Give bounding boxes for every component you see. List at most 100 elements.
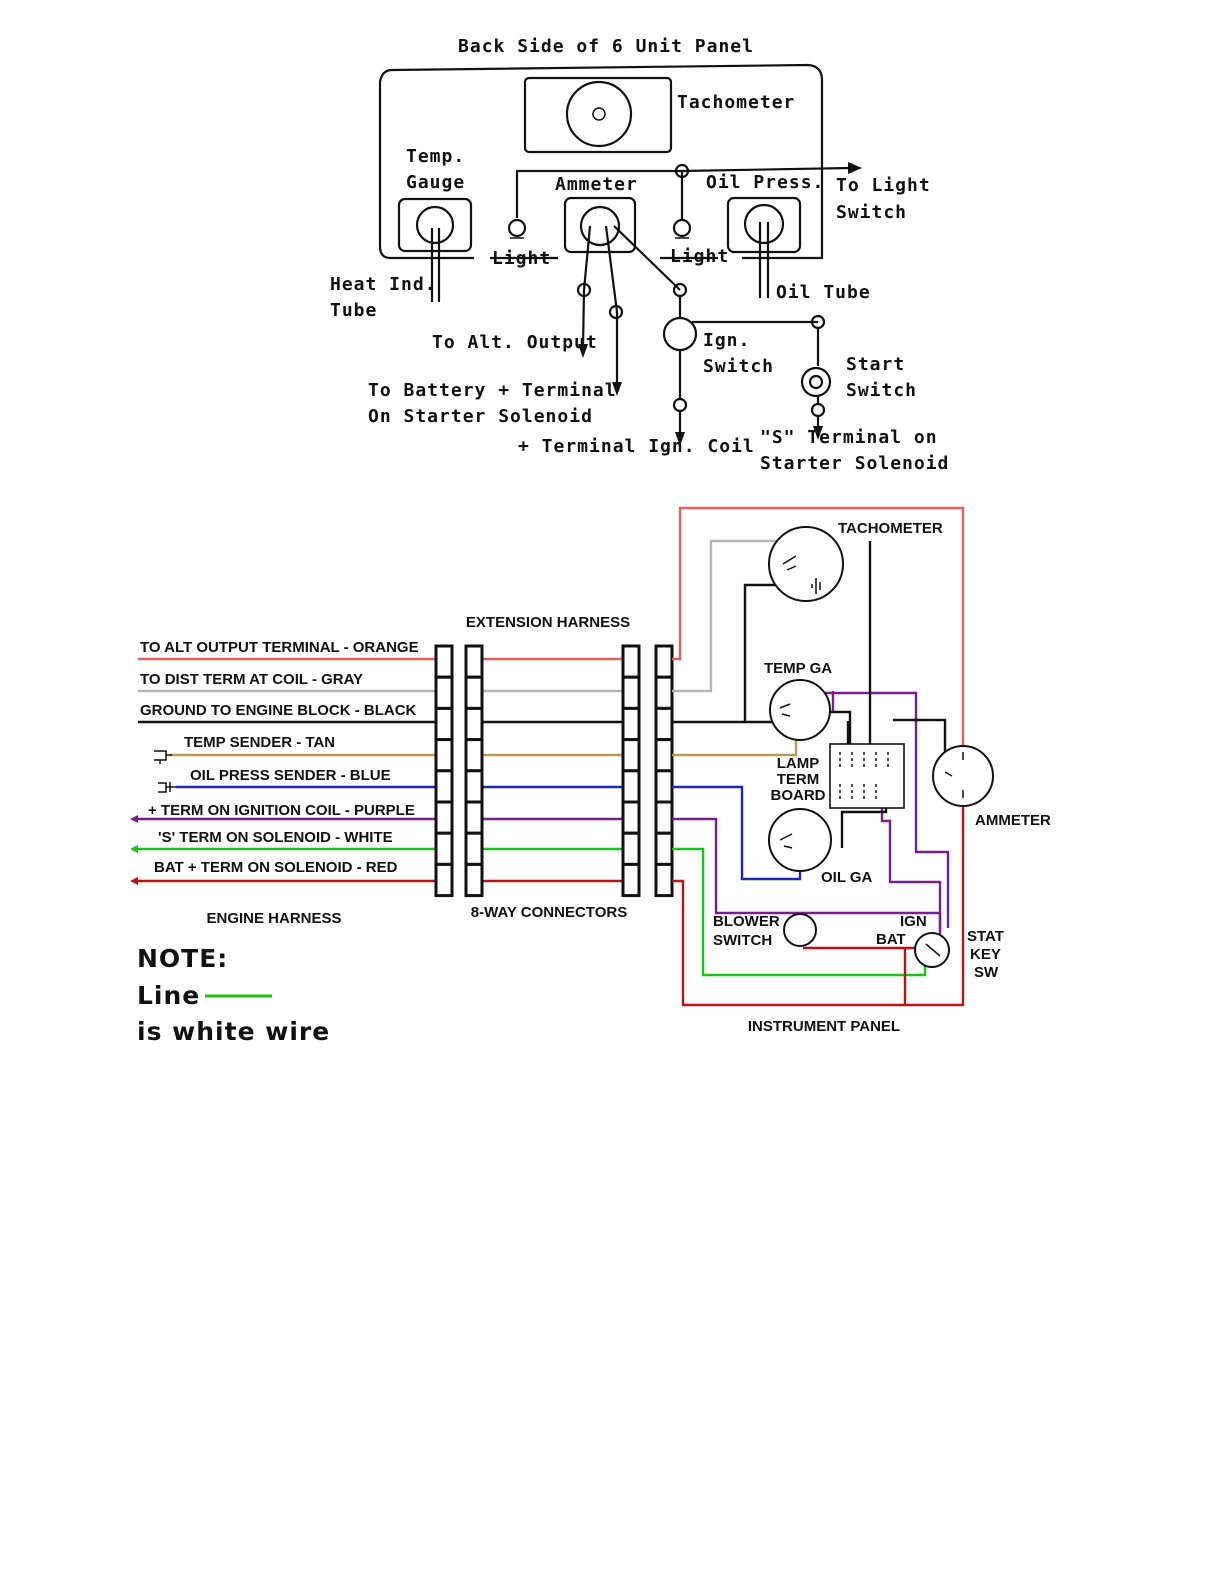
connector-pin [464, 862, 484, 898]
s-terminal-label-1: "S" Terminal on [760, 427, 938, 448]
connector-pin [434, 831, 454, 866]
connector-pin [434, 769, 454, 804]
tachometer-label: Tachometer [677, 92, 795, 113]
light-bulb-right [672, 218, 692, 238]
lamp-label-3: BOARD [771, 787, 826, 804]
connector-panel-side-b [654, 644, 674, 898]
extension-harness-wires [482, 657, 623, 883]
engine-harness-wires [130, 657, 436, 885]
oil-ga-label: OIL GA [821, 869, 873, 886]
panel-title: Back Side of 6 Unit Panel [458, 36, 754, 57]
tachometer-housing [523, 76, 673, 154]
connector-pin [654, 706, 674, 742]
connector-pin [434, 644, 454, 679]
stat-label-2: KEY [970, 946, 1001, 963]
light-right-label: Light [670, 246, 729, 267]
temp-sender-icon [154, 750, 172, 764]
ammeter-to-alt-wire [581, 225, 592, 349]
connector-pin [434, 738, 454, 773]
to-alt-output-label: To Alt. Output [432, 332, 598, 353]
start-switch-symbol [800, 366, 832, 398]
harness-diagram: EXTENSION HARNESS TO ALT OUTPUT TERMINAL… [130, 506, 1051, 1035]
wire-label-blue: OIL PRESS SENDER - BLUE [190, 767, 391, 784]
connector-pin [464, 769, 484, 804]
connector-pin [654, 644, 674, 679]
wire-label-purple: + TERM ON IGNITION COIL - PURPLE [148, 802, 415, 819]
connector-pin [654, 831, 674, 866]
legend-note: NOTE: Line is white wire [137, 944, 330, 1046]
panel-wire-white [672, 847, 927, 977]
connector-pin [621, 862, 641, 898]
ammeter-component-label: AMMETER [975, 812, 1051, 829]
oil-tube-label: Oil Tube [776, 282, 871, 303]
blower-label-1: BLOWER [713, 913, 780, 930]
ammeter-dial [579, 205, 621, 247]
panel-wire-tan [672, 733, 798, 757]
wire-label-white: 'S' TERM ON SOLENOID - WHITE [158, 829, 393, 846]
temp-ga-label: TEMP GA [764, 660, 832, 677]
connector-pin [621, 675, 641, 710]
wire-label-red: BAT + TERM ON SOLENOID - RED [154, 859, 398, 876]
wire-label-black: GROUND TO ENGINE BLOCK - BLACK [140, 702, 417, 719]
to-light-switch-label-2: Switch [836, 202, 907, 223]
connector-pin [621, 644, 641, 679]
connector-pin [464, 644, 484, 679]
engine-harness-label: ENGINE HARNESS [206, 910, 341, 927]
connector-pin [464, 800, 484, 835]
wire-label-tan: TEMP SENDER - TAN [184, 734, 335, 751]
oil-press-label: Oil Press. [706, 172, 824, 193]
to-light-switch-label-1: To Light [836, 175, 931, 196]
ammeter-label: Ammeter [555, 174, 638, 195]
tachometer-dial [565, 80, 633, 148]
panel-wire-orange [672, 506, 965, 752]
temp-gauge-label-2: Gauge [406, 172, 465, 193]
panel-wire-black [672, 583, 790, 724]
connector-pin [654, 862, 674, 898]
temp-gauge-housing [397, 197, 473, 253]
light-left-label: Light [492, 248, 551, 269]
connector-pin [434, 862, 454, 898]
s-terminal-label-2: Starter Solenoid [760, 453, 949, 474]
ammeter-gauge [932, 745, 994, 807]
oil-press-dial [743, 203, 785, 245]
connector-pin [621, 831, 641, 866]
ign-label: IGN [900, 913, 927, 930]
bat-label: BAT [876, 931, 906, 948]
connector-pin [654, 738, 674, 773]
connector-blocks [434, 644, 674, 898]
lamp-label-2: TERM [777, 771, 820, 788]
tachometer-gauge [768, 526, 844, 602]
panel-wire-red [672, 798, 965, 1007]
terminal-ign-coil-label: + Terminal Ign. Coil [518, 436, 755, 457]
ign-switch-symbol [662, 316, 698, 352]
connector-pin [464, 706, 484, 742]
connector-pin [434, 675, 454, 710]
connector-pin [434, 800, 454, 835]
blower-switch-symbol [783, 913, 817, 947]
connector-panel-side-a [621, 644, 641, 898]
oil-tube [758, 222, 770, 298]
wire-label-gray: TO DIST TERM AT COIL - GRAY [140, 671, 363, 688]
temp-gauge-component [769, 679, 831, 741]
lamp-term-board [829, 743, 905, 809]
panel-wire-gray [672, 539, 792, 693]
heat-ind-tube [430, 228, 441, 302]
connector-pin [621, 769, 641, 804]
connector-pin [464, 675, 484, 710]
instrument-panel-label: INSTRUMENT PANEL [748, 1018, 900, 1035]
temp-gauge-dial [415, 205, 455, 245]
ign-switch-label-1: Ign. [703, 330, 750, 351]
ammeter-to-battery-wire [604, 225, 619, 386]
light-bulb-left [507, 218, 527, 238]
note-heading: NOTE: [137, 944, 228, 973]
ign-switch-label-2: Switch [703, 356, 774, 377]
to-battery-label-2: On Starter Solenoid [368, 406, 593, 427]
oil-gauge-component [768, 808, 832, 872]
note-text: is white wire [137, 1017, 330, 1046]
start-switch-label-1: Start [846, 354, 905, 375]
connector-pin [654, 675, 674, 710]
stat-label-3: SW [974, 964, 999, 981]
blower-label-2: SWITCH [713, 932, 772, 949]
connector-pin [464, 738, 484, 773]
